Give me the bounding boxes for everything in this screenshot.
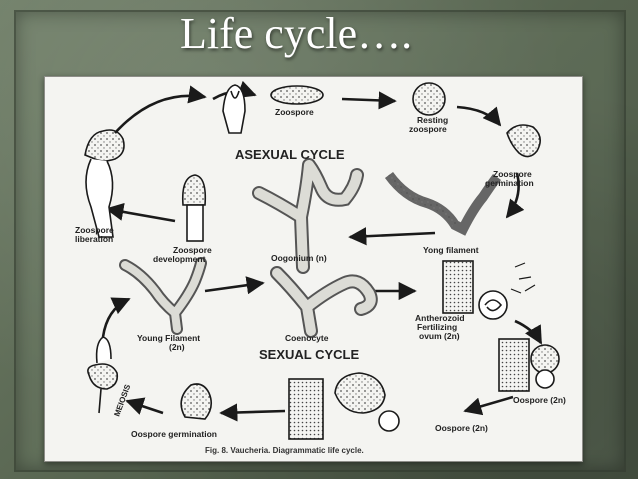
zoospore-cell xyxy=(270,85,324,105)
label-resting-2: zoospore xyxy=(409,124,447,134)
label-coenocyte: Coenocyte xyxy=(285,333,329,343)
oospore-bottom-cell xyxy=(334,372,386,414)
arrow-to-germination-bottom xyxy=(219,403,286,422)
oospore-right-cell xyxy=(530,344,560,374)
germinating-oospore xyxy=(180,383,213,420)
arrow-to-oospore-right xyxy=(514,319,543,345)
cycle-arrows xyxy=(101,80,543,422)
yong-filament-cell xyxy=(384,171,502,236)
arrow-to-yong-filament xyxy=(505,172,525,219)
life-cycle-figure: ASEXUAL CYCLE SEXUAL CYCLE Zoospore Rest… xyxy=(44,76,583,462)
germinating-zoospore xyxy=(506,124,541,158)
arrow-to-oogonium xyxy=(348,227,436,246)
arrow-to-top xyxy=(114,85,207,134)
label-germination-1: Zoospore xyxy=(493,169,532,179)
label-oospore-bottom: Oospore (2n) xyxy=(435,423,488,433)
label-young-filament-1: Young Filament xyxy=(137,333,200,343)
figure-caption: Fig. 8. Vaucheria. Diagrammatic life cyc… xyxy=(205,446,364,455)
label-zoospore-development-1: Zoospore xyxy=(173,245,212,255)
label-resting-1: Resting xyxy=(417,115,448,125)
fertilizing-filament xyxy=(442,260,474,314)
label-zoospore-liberation-1: Zoospore xyxy=(75,225,114,235)
oospore-filament-right xyxy=(498,338,530,392)
label-zoospore-development-2: development xyxy=(153,254,206,264)
label-oogonium: Oogonium (n) xyxy=(271,253,327,263)
life-cycle-diagram: ASEXUAL CYCLE SEXUAL CYCLE Zoospore Rest… xyxy=(75,80,566,455)
arrow-to-coenocyte xyxy=(204,276,265,295)
label-antherozoid-3: ovum (2n) xyxy=(419,331,460,341)
slide-title: Life cycle…. xyxy=(180,9,413,58)
empty-sporangium xyxy=(85,158,114,238)
label-young-filament-2: (2n) xyxy=(169,342,185,352)
label-zoospore: Zoospore xyxy=(275,107,314,117)
organism-drawings xyxy=(84,82,560,440)
resting-zoospore-cell xyxy=(412,82,446,116)
sexual-cycle-heading: SEXUAL CYCLE xyxy=(259,347,359,362)
asexual-cycle-heading: ASEXUAL CYCLE xyxy=(235,147,345,162)
arrow-to-germination xyxy=(456,105,502,127)
arrow-to-liberation xyxy=(105,202,176,223)
arrow-to-young-filament xyxy=(101,297,131,338)
sporangium-top xyxy=(222,84,246,134)
liberated-zoospore xyxy=(84,129,125,162)
stage-labels: Zoospore Resting zoospore Zoospore germi… xyxy=(75,107,566,439)
label-zoospore-liberation-2: liberation xyxy=(75,234,113,244)
label-oospore-germination: Oospore germination xyxy=(131,429,217,439)
antherozoids xyxy=(510,262,536,294)
label-meiosis: MEIOSIS xyxy=(112,383,132,418)
label-antherozoid-1: Antherozoid xyxy=(415,313,465,323)
label-yong-filament: Yong filament xyxy=(423,245,479,255)
zoospore-development-cell xyxy=(181,174,207,206)
antheridium-coil xyxy=(478,290,508,320)
label-oospore-right: Oospore (2n) xyxy=(513,395,566,405)
label-germination-2: germination xyxy=(485,178,534,188)
arrow-to-resting xyxy=(341,91,397,110)
label-antherozoid-2: Fertilizing xyxy=(417,322,457,332)
oospore-filament-bottom xyxy=(288,378,324,440)
arrow-to-meiosis xyxy=(125,397,164,415)
meiosis-stage-cell xyxy=(95,336,112,364)
arrow-to-oospore-bottom xyxy=(463,395,514,416)
